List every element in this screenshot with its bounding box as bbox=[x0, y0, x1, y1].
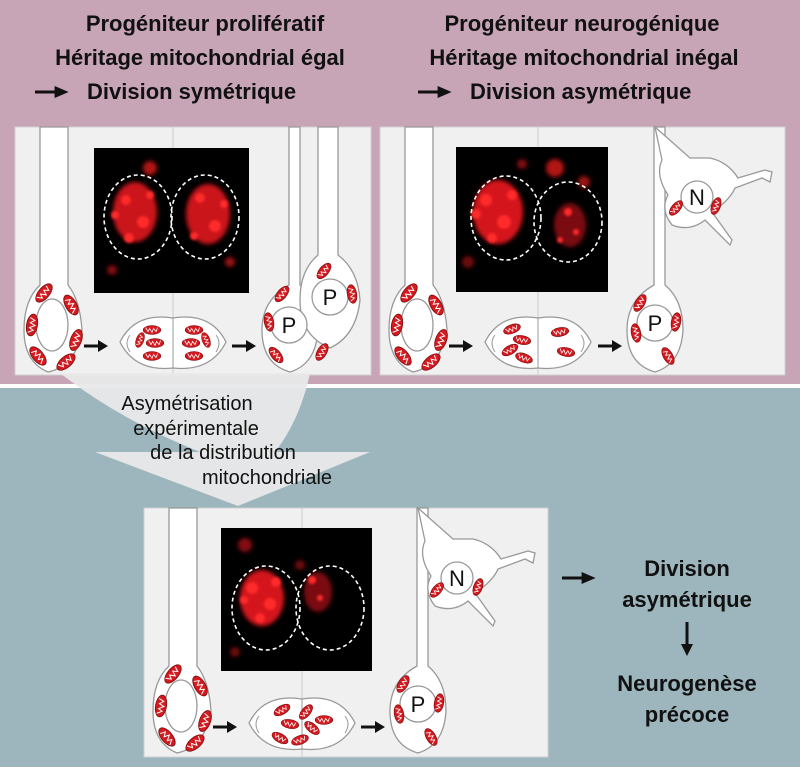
panel-asymmetric-division: P N bbox=[379, 125, 786, 376]
experimental-label-line4: mitochondriale bbox=[202, 467, 332, 489]
top-right-outcome: Division asymétrique bbox=[470, 79, 691, 104]
daughter-progenitor: P bbox=[626, 126, 684, 373]
top-right-header: Progéniteur neurogénique Héritage mitoch… bbox=[418, 11, 739, 104]
dividing-cell-experimental bbox=[248, 697, 356, 751]
progenitor-letter: P bbox=[648, 311, 663, 336]
outcome-line3: Neurogenèse bbox=[617, 671, 756, 696]
daughter-progenitor: P bbox=[389, 507, 447, 754]
progenitor-letter: P bbox=[323, 285, 338, 310]
outcome-line4: précoce bbox=[645, 702, 729, 727]
top-left-subtitle: Héritage mitochondrial égal bbox=[55, 45, 345, 70]
daughter-progenitors: P P bbox=[261, 126, 361, 373]
mother-cell bbox=[388, 126, 451, 374]
mitochondrion-icon bbox=[184, 351, 204, 361]
outcome-line1: Division bbox=[644, 556, 730, 581]
experimental-label-line3: de la distribution bbox=[150, 442, 296, 464]
panel-experimental-division: P N bbox=[143, 506, 549, 758]
mitochondrion-icon bbox=[184, 325, 204, 335]
mitochondrion-icon bbox=[142, 351, 162, 361]
micrograph-experimental bbox=[221, 528, 372, 671]
micrograph-asymmetric bbox=[456, 147, 608, 292]
progenitor-letter: P bbox=[411, 692, 426, 717]
micrograph-symmetric bbox=[94, 148, 249, 293]
dividing-cell-symmetric bbox=[119, 316, 227, 370]
neuron-letter: N bbox=[449, 566, 465, 591]
outcome-block: Division asymétrique Neurogenèse précoce bbox=[562, 556, 757, 727]
mitochondrion-icon bbox=[145, 338, 165, 348]
mitochondrion-icon bbox=[181, 338, 201, 348]
experimental-label-line2: expérimentale bbox=[133, 418, 259, 440]
top-left-title: Progéniteur prolifératif bbox=[86, 11, 325, 36]
down-arrow-icon bbox=[681, 622, 693, 656]
neuron-cell: N bbox=[653, 125, 773, 247]
top-right-subtitle: Héritage mitochondrial inégal bbox=[429, 45, 738, 70]
mitochondrion-icon bbox=[314, 715, 334, 725]
neuron-cell: N bbox=[416, 506, 536, 628]
panel-symmetric-division: P P bbox=[14, 126, 372, 376]
experimental-arrow: Asymétrisation expérimentale de la distr… bbox=[60, 373, 370, 506]
top-left-outcome: Division symétrique bbox=[87, 79, 296, 104]
outcome-line2: asymétrique bbox=[622, 587, 752, 612]
mother-cell bbox=[23, 126, 86, 374]
top-left-header: Progéniteur prolifératif Héritage mitoch… bbox=[35, 11, 345, 104]
mother-cell bbox=[152, 507, 215, 755]
mitochondrion-icon bbox=[142, 325, 162, 335]
experimental-label-line1: Asymétrisation bbox=[121, 393, 252, 415]
neuron-letter: N bbox=[689, 185, 705, 210]
dividing-cell-asymmetric bbox=[484, 316, 592, 370]
progenitor-letter: P bbox=[282, 313, 297, 338]
top-right-title: Progéniteur neurogénique bbox=[444, 11, 719, 36]
